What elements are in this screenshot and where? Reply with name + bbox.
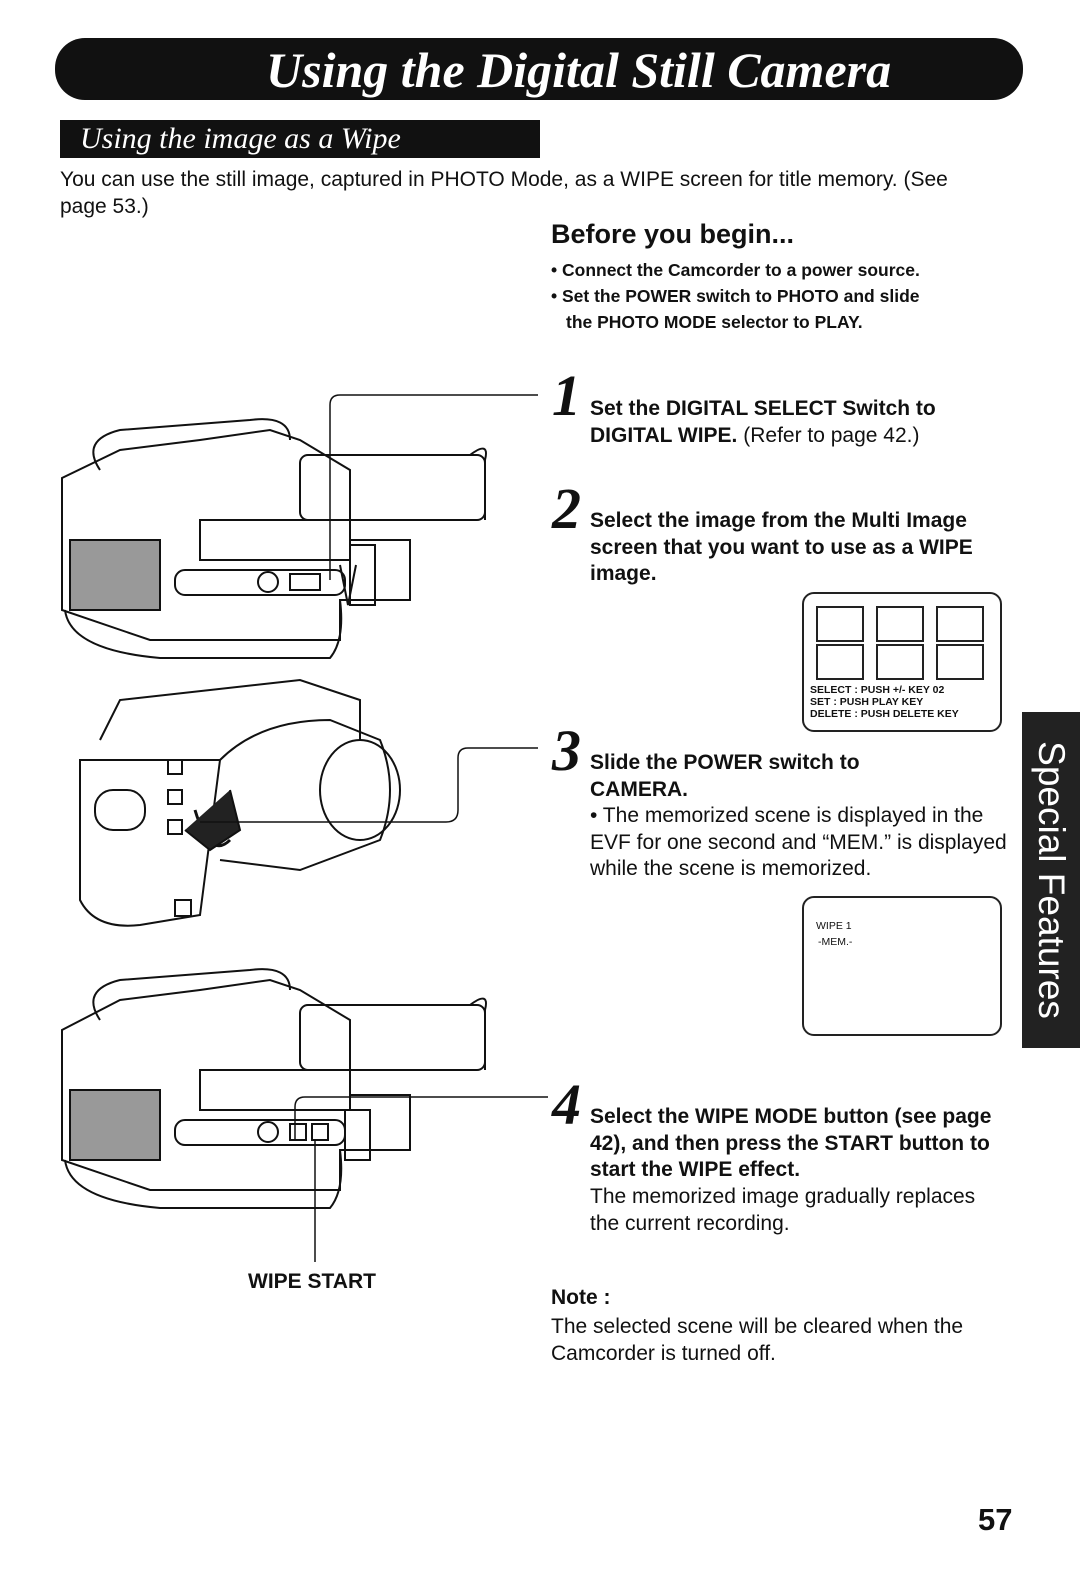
step-3-number: 3 [552, 718, 581, 783]
camcorder-rear-view-illustration [79, 678, 401, 927]
step-2-text: Select the image from the Multi Image sc… [590, 509, 973, 585]
intro-paragraph: You can use the still image, captured in… [60, 168, 948, 218]
step3-leader-line [200, 747, 538, 823]
multi-image-screen: SELECT : PUSH +/- KEY 02 SET : PUSH PLAY… [802, 592, 1002, 732]
bullet-power-switch-cont: the PHOTO MODE selector to PLAY. [566, 312, 863, 332]
step-4-detail: The memorized image gradually replaces t… [590, 1185, 976, 1235]
multi-image-thumbnail [876, 644, 924, 680]
section-title-bar [60, 120, 540, 158]
camcorder-side-view-illustration [61, 418, 487, 659]
step-1-number: 1 [552, 363, 581, 428]
note-heading: Note : [551, 1286, 611, 1309]
step-1-text: Set the DIGITAL SELECT Switch to DIGITAL… [590, 396, 1010, 449]
bullet-power-switch: • Set the POWER switch to PHOTO and slid… [551, 286, 920, 306]
multi-image-thumbnail [876, 606, 924, 642]
step-4-number: 4 [552, 1072, 581, 1137]
multi-screen-select-line: SELECT : PUSH +/- KEY 02 [810, 684, 945, 696]
before-you-begin-heading: Before you begin... [551, 219, 795, 249]
step4-leader-line [294, 1096, 548, 1140]
section-side-tab-label: Special Features [1031, 741, 1072, 1019]
multi-screen-delete-line: DELETE : PUSH DELETE KEY [810, 708, 959, 720]
title-banner [55, 38, 1023, 100]
step1-leader-line [329, 394, 538, 580]
multi-screen-set-line: SET : PUSH PLAY KEY [810, 696, 924, 708]
page-title: Using the Digital Still Camera [266, 42, 892, 98]
evf-screen: WIPE 1 -MEM.- [802, 896, 1002, 1036]
wipe-start-label: WIPE START [248, 1270, 376, 1293]
page-number: 57 [978, 1502, 1013, 1537]
bullet-power-source: • Connect the Camcorder to a power sourc… [551, 260, 920, 280]
evf-wipe-label: WIPE 1 [816, 920, 852, 932]
multi-image-thumbnail [936, 606, 984, 642]
step-1-ref: (Refer to page 42.) [737, 423, 920, 447]
step-1-bold: Set the DIGITAL SELECT Switch to DIGITAL… [590, 397, 936, 447]
multi-image-thumbnail [936, 644, 984, 680]
camcorder-side-view-illustration-2 [61, 968, 487, 1209]
section-side-tab [1022, 712, 1080, 1048]
note-body: The selected scene will be cleared when … [551, 1315, 964, 1365]
step-4-heading: Select the WIPE MODE button (see page 42… [590, 1105, 992, 1181]
multi-image-thumbnail [816, 606, 864, 642]
step-3-heading: Slide the POWER switch to CAMERA. [590, 751, 860, 801]
section-title: Using the image as a Wipe [80, 122, 401, 155]
evf-mem-indicator: -MEM.- [818, 936, 853, 948]
multi-image-thumbnail [816, 644, 864, 680]
step-3-detail: • The memorized scene is displayed in th… [590, 804, 1007, 880]
step-2-number: 2 [552, 476, 581, 541]
